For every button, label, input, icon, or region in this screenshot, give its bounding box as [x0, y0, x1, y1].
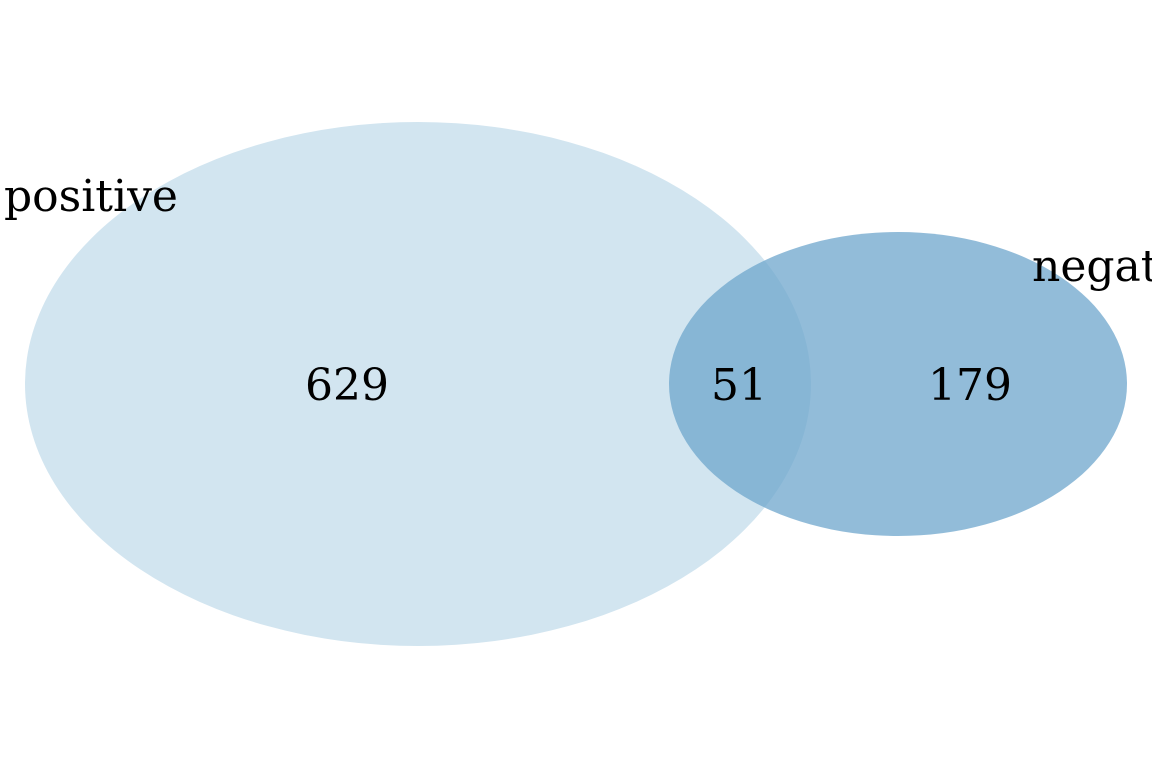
set-negative-ellipse [669, 232, 1127, 536]
count-positive-only: 629 [305, 360, 389, 411]
set-label-negative: negative [1032, 241, 1152, 292]
count-intersection: 51 [711, 360, 767, 411]
count-negative-only: 179 [928, 360, 1012, 411]
set-positive-ellipse [25, 122, 811, 646]
set-label-positive: positive [4, 171, 178, 222]
